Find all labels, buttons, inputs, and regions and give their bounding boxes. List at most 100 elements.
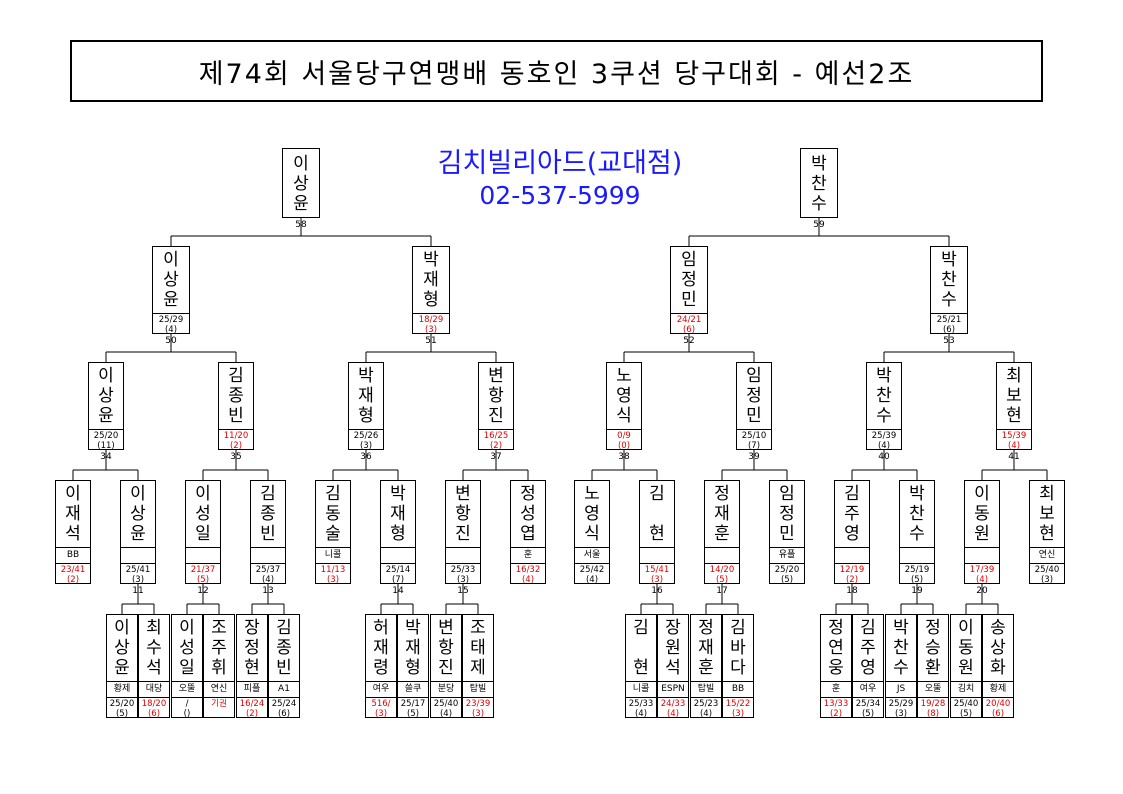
match-number: 13 <box>262 586 274 596</box>
sponsor-name: 김치빌리아드(교대점) <box>437 148 683 179</box>
player-club: 훈 <box>821 681 851 696</box>
match-number: 39 <box>748 452 760 462</box>
match-number: 40 <box>878 452 890 462</box>
player-club: 김치 <box>951 681 981 696</box>
tournament-title: 제74회 서울당구연맹배 동호인 3쿠션 당구대회 - 예선2조 <box>70 40 1043 102</box>
player-score: 19/28(8) <box>918 697 948 719</box>
player-score: 16/32(4) <box>511 563 545 585</box>
player-club: 훈 <box>511 547 545 562</box>
match-number: 34 <box>100 452 112 462</box>
player-score: 11/20(2) <box>219 429 253 451</box>
player-score: 25/19(5) <box>900 563 934 585</box>
sponsor-phone: 02-537-5999 <box>479 181 641 210</box>
player-score: 25/29(4) <box>153 313 189 335</box>
player-score: 25/26(3) <box>349 429 383 451</box>
player-club: BB <box>723 681 753 696</box>
player-score: 25/41(3) <box>121 563 155 585</box>
player-club: 분당 <box>431 681 461 696</box>
player-score: 25/20(5) <box>107 697 137 719</box>
match-number: 59 <box>813 220 825 230</box>
match-number: 19 <box>911 586 923 596</box>
player-club <box>900 547 934 562</box>
player-club <box>381 547 415 562</box>
player-club: 여우 <box>853 681 883 696</box>
player-score: 25/40(3) <box>1030 563 1064 585</box>
player-score: 25/21(6) <box>931 313 967 335</box>
player-club: 황제 <box>107 681 137 696</box>
player-score: 18/29(3) <box>413 313 449 335</box>
player-score: 21/37(5) <box>186 563 220 585</box>
player-score: 16/24(2) <box>237 697 267 719</box>
player-score: 24/33(4) <box>658 697 688 719</box>
player-club: 서울 <box>575 547 609 562</box>
match-number: 14 <box>392 586 404 596</box>
player-club: 오뚤 <box>918 681 948 696</box>
player-score: 24/21(6) <box>671 313 707 335</box>
match-number: 52 <box>683 336 695 346</box>
match-number: 16 <box>651 586 663 596</box>
player-score: 25/40(4) <box>431 697 461 719</box>
player-score: 12/19(2) <box>835 563 869 585</box>
match-number: 18 <box>846 586 858 596</box>
match-number: 41 <box>1008 452 1020 462</box>
player-score: 25/37(4) <box>251 563 285 585</box>
player-club: 여우 <box>366 681 396 696</box>
player-club <box>835 547 869 562</box>
match-number: 51 <box>425 336 437 346</box>
player-club <box>446 547 480 562</box>
match-number: 50 <box>165 336 177 346</box>
player-score: 25/33(4) <box>626 697 656 719</box>
player-name: 김 현 <box>633 618 649 678</box>
player-score: 25/23(4) <box>691 697 721 719</box>
player-score: 17/39(4) <box>965 563 999 585</box>
match-number: 53 <box>943 336 955 346</box>
player-club <box>121 547 155 562</box>
player-score: 25/29(3) <box>886 697 916 719</box>
player-club <box>251 547 285 562</box>
player-score: 25/39(4) <box>867 429 901 451</box>
player-club: BB <box>56 547 90 562</box>
